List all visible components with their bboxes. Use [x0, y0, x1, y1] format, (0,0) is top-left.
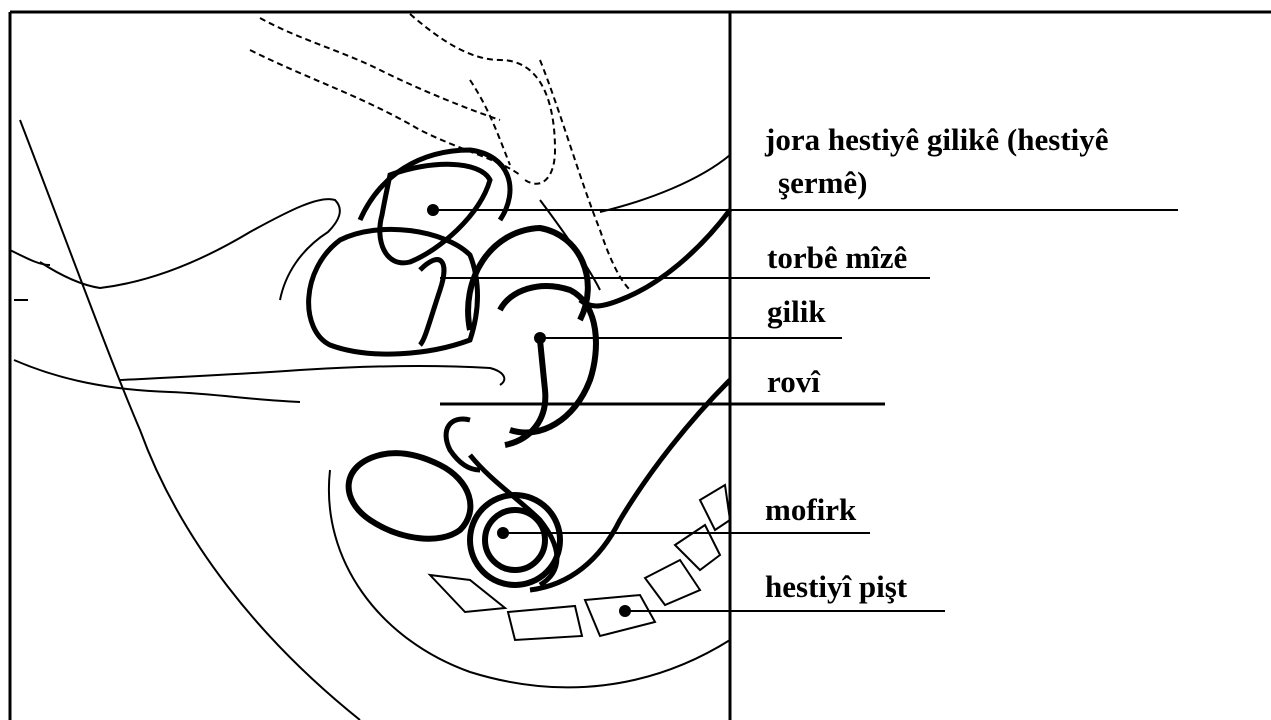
- uterus: [468, 228, 596, 445]
- label-pubic-bone-line1: jora hestiyê gilikê (hestiyê: [764, 122, 1109, 157]
- label-pubic-bone-line2: şermê): [778, 165, 868, 200]
- label-uterus: gilik: [767, 294, 826, 329]
- rectum: [349, 453, 560, 585]
- frame: [10, 12, 1271, 720]
- label-intestine: rovî: [767, 364, 821, 399]
- labels: jora hestiyê gilikê (hestiyê şermê) torb…: [764, 122, 1109, 604]
- lower-hand: [10, 199, 504, 402]
- marker-dots: [427, 204, 631, 617]
- label-rectum: mofirk: [765, 492, 857, 527]
- bladder: [309, 229, 478, 354]
- label-bladder: torbê mîzê: [767, 240, 907, 275]
- label-spine: hestiyî pişt: [765, 569, 908, 604]
